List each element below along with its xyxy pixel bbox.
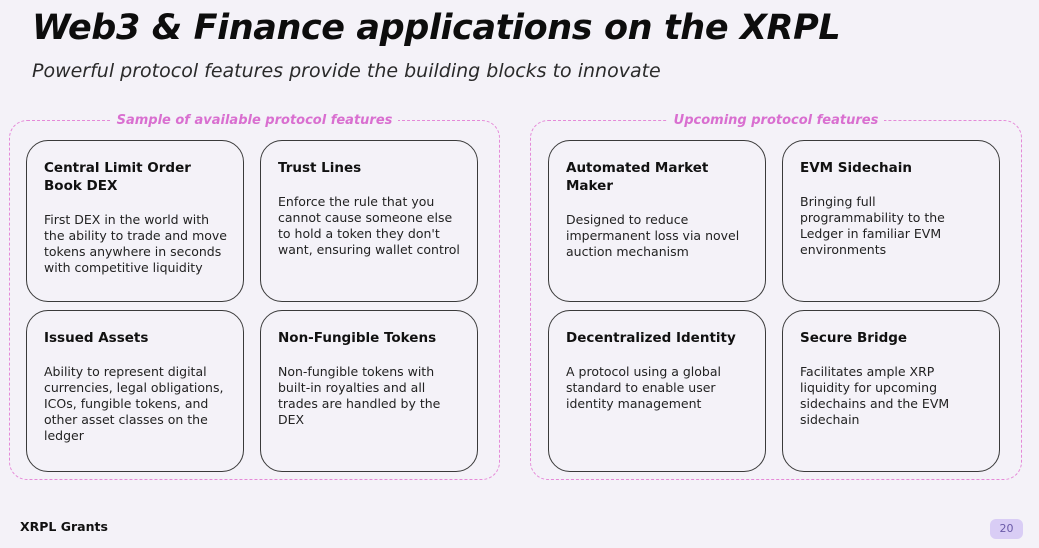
feature-card-nft: Non-Fungible Tokens Non-fungible tokens …	[260, 310, 478, 472]
feature-card-decentralized-identity: Decentralized Identity A protocol using …	[548, 310, 766, 472]
available-features-label-text: Sample of available protocol features	[110, 113, 399, 128]
card-description: First DEX in the world with the ability …	[44, 212, 227, 275]
card-title: Secure Bridge	[800, 330, 908, 346]
card-title: Central Limit Order Book DEX	[44, 160, 191, 194]
card-description: Ability to represent digital currencies,…	[44, 364, 224, 443]
card-title: Non-Fungible Tokens	[278, 330, 437, 346]
card-description: Enforce the rule that you cannot cause s…	[278, 194, 460, 257]
card-description: Non-fungible tokens with built-in royalt…	[278, 364, 441, 427]
feature-card-clob-dex: Central Limit Order Book DEX First DEX i…	[26, 140, 244, 302]
card-title: Decentralized Identity	[566, 330, 736, 346]
footer-brand: XRPL Grants	[20, 519, 108, 534]
feature-card-amm: Automated Market Maker Designed to reduc…	[548, 140, 766, 302]
available-features-section: Sample of available protocol features Ce…	[9, 113, 500, 480]
card-title: Automated Market Maker	[566, 160, 709, 194]
card-title: Issued Assets	[44, 330, 149, 346]
feature-card-secure-bridge: Secure Bridge Facilitates ample XRP liqu…	[782, 310, 1000, 472]
feature-card-evm-sidechain: EVM Sidechain Bringing full programmabil…	[782, 140, 1000, 302]
card-description: Designed to reduce impermanent loss via …	[566, 212, 740, 259]
upcoming-features-section: Upcoming protocol features Automated Mar…	[530, 113, 1022, 480]
slide-subtitle: Powerful protocol features provide the b…	[32, 60, 661, 82]
card-title: Trust Lines	[278, 160, 362, 176]
upcoming-features-label: Upcoming protocol features	[531, 112, 1021, 130]
card-description: Bringing full programmability to the Led…	[800, 194, 945, 257]
card-description: A protocol using a global standard to en…	[566, 364, 721, 411]
page-number-badge: 20	[990, 519, 1023, 539]
slide-title: Web3 & Finance applications on the XRPL	[32, 8, 841, 48]
card-description: Facilitates ample XRP liquidity for upco…	[800, 364, 950, 427]
card-title: EVM Sidechain	[800, 160, 912, 176]
feature-card-trust-lines: Trust Lines Enforce the rule that you ca…	[260, 140, 478, 302]
upcoming-features-label-text: Upcoming protocol features	[667, 113, 885, 128]
feature-card-issued-assets: Issued Assets Ability to represent digit…	[26, 310, 244, 472]
available-features-label: Sample of available protocol features	[10, 112, 499, 130]
